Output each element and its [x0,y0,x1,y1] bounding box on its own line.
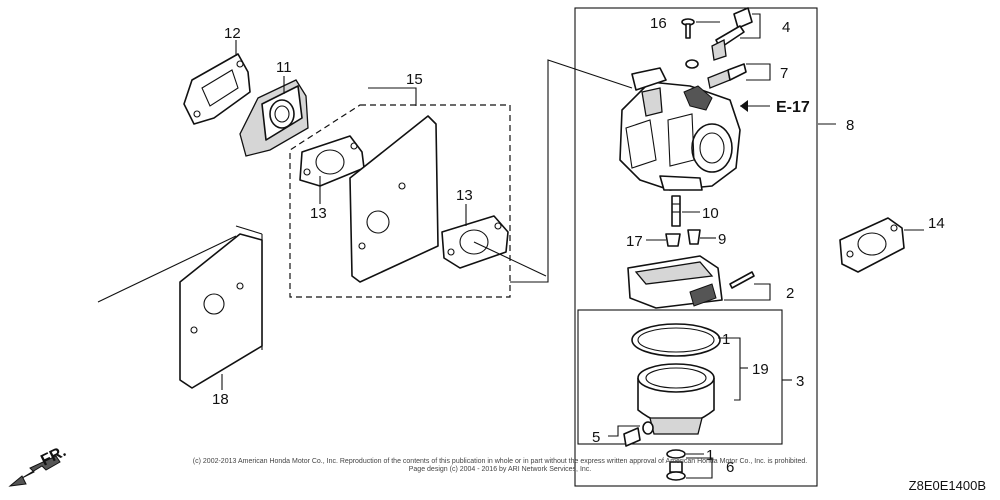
callout-19: 19 [752,361,769,378]
float-chamber-19 [637,363,715,435]
o-ring-1 [631,323,721,357]
ref-e17-label: E-17 [776,99,810,116]
copyright-line-1: (c) 2002-2013 American Honda Motor Co., … [193,458,807,465]
screw-16 [681,18,695,39]
callout-3: 3 [796,373,804,390]
float-pin [729,271,755,289]
callout-13-right: 13 [456,187,473,204]
linkage-4 [711,7,753,61]
leader-13b-link [473,241,547,277]
callout-1-lower: 1 [706,447,714,464]
washer-1-lower [666,449,686,459]
bolt-5 [623,421,654,447]
bolt-6 [666,461,686,481]
callout-4: 4 [782,19,790,36]
callout-5: 5 [592,429,600,446]
carburetor-body [619,67,741,191]
spring-7 [685,59,747,89]
leader-2 [724,283,771,301]
leader-7 [746,63,771,81]
diagram-code: Z8E0E1400B [909,478,986,493]
callout-1-upper: 1 [722,331,730,348]
main-nozzle-10 [671,195,681,227]
callout-12: 12 [224,25,241,42]
group-connector-line [510,59,633,283]
callout-2: 2 [786,285,794,302]
callout-13-left: 13 [310,205,327,222]
callout-8: 8 [846,117,854,134]
callout-17: 17 [626,233,643,250]
jet-17 [665,233,681,247]
copyright-line-2: Page design (c) 2004 - 2016 by ARI Netwo… [409,466,592,473]
callout-9: 9 [718,231,726,248]
e17-arrow-icon [740,100,748,112]
jet-9 [687,229,701,245]
front-direction-label: FR. [38,443,69,470]
leader-4 [740,13,761,39]
callout-15: 15 [406,71,423,88]
leader-15 [368,87,417,106]
callout-11: 11 [276,59,292,76]
leader-5 [608,425,640,437]
front-arrow-icon [8,455,61,487]
float-2 [627,255,723,309]
heat-shield-15 [349,115,439,283]
callout-10: 10 [702,205,719,222]
callout-7: 7 [780,65,788,82]
callout-16: 16 [650,15,667,32]
callout-18: 18 [212,391,229,408]
float-chamber-frame [577,309,783,445]
gasket-12 [183,53,251,125]
callout-14: 14 [928,215,945,232]
leader-1-19 [718,337,741,401]
gasket-18 [97,225,263,389]
leader-6 [686,457,713,479]
callout-6: 6 [726,459,734,476]
gasket-14 [839,217,905,273]
carburetor-assembly-frame [574,7,818,487]
insulator-11 [239,79,309,157]
insulator-group-frame [289,104,511,298]
